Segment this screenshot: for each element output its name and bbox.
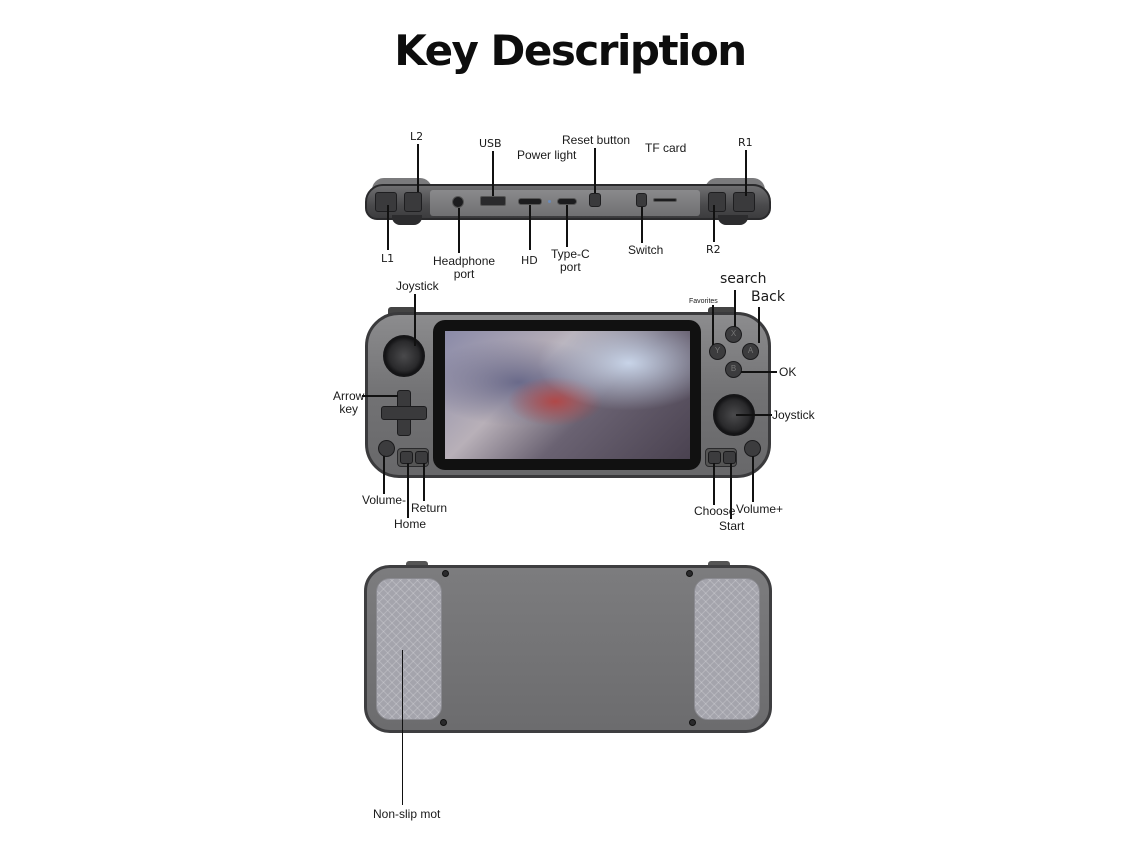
label-favorites: Favorites <box>689 298 718 305</box>
game-screen-artwork <box>445 331 690 459</box>
screw <box>689 719 696 726</box>
label-usb: USB <box>479 137 502 150</box>
tf-card-slot <box>653 198 677 202</box>
left-joystick <box>383 335 425 377</box>
volume-minus-button <box>378 440 395 457</box>
usb-port <box>480 196 506 206</box>
left-non-slip-mat <box>376 578 442 720</box>
label-power-light: Power light <box>517 148 577 162</box>
headphone-port <box>452 196 464 208</box>
r1-button <box>733 192 755 212</box>
leader-reset-button <box>594 148 596 193</box>
label-r2: R2 <box>706 243 721 256</box>
label-hd: HD <box>521 254 538 267</box>
label-tf-card: TF card <box>645 141 687 155</box>
leader-joystick-right <box>736 414 772 416</box>
r2-button <box>708 192 726 212</box>
leader-return <box>423 463 425 501</box>
leader-arrow-key <box>362 395 398 397</box>
label-l2: L2 <box>410 130 424 143</box>
label-switch: Switch <box>628 243 664 257</box>
leader-start <box>730 463 732 519</box>
power-switch <box>636 193 647 207</box>
leader-ok <box>741 371 777 373</box>
page-title: Key Description <box>394 26 747 75</box>
label-l1: L1 <box>381 252 395 265</box>
back-right-tab <box>708 561 730 568</box>
return-button <box>415 451 428 464</box>
label-arrow-key: Arrow key <box>333 389 365 416</box>
face-button-x: X <box>725 326 742 343</box>
leader-l1 <box>387 205 389 250</box>
home-button <box>400 451 413 464</box>
label-joystick-right: Joystick <box>772 408 815 422</box>
back-left-tab <box>406 561 428 568</box>
right-non-slip-mat <box>694 578 760 720</box>
leader-headphone <box>458 208 460 253</box>
screw <box>686 570 693 577</box>
label-start: Start <box>719 519 745 533</box>
label-headphone-port: Headphone port <box>433 254 496 281</box>
leader-switch <box>641 207 643 243</box>
choose-button <box>708 451 721 464</box>
type-c-port <box>557 198 577 205</box>
screw <box>440 719 447 726</box>
label-type-c-port: Type-C port <box>551 247 590 274</box>
label-volume-minus: Volume- <box>362 493 407 507</box>
left-stick-knob <box>392 215 422 225</box>
label-joystick-left: Joystick <box>396 279 439 293</box>
label-reset-button: Reset button <box>562 133 631 147</box>
right-shoulder-button <box>708 307 736 315</box>
label-home: Home <box>394 517 427 531</box>
label-search: search <box>720 271 767 287</box>
l2-button <box>404 192 422 212</box>
leader-type-c <box>566 205 568 247</box>
label-ok: OK <box>779 365 797 379</box>
reset-button <box>589 193 601 207</box>
leader-joystick-left <box>414 294 416 346</box>
label-r1: R1 <box>738 136 753 149</box>
leader-back <box>758 307 760 343</box>
leader-non-slip-mat <box>402 650 403 805</box>
label-volume-plus: Volume+ <box>736 502 784 516</box>
label-choose: Choose <box>694 504 736 518</box>
label-non-slip-mat: Non-slip mot <box>373 807 441 821</box>
face-button-y: Y <box>709 343 726 360</box>
leader-home <box>407 463 409 518</box>
label-return: Return <box>411 501 448 515</box>
right-stick-knob <box>718 215 748 225</box>
leader-volume-plus <box>752 456 754 502</box>
leader-r1 <box>745 150 747 196</box>
hd-port <box>518 198 542 205</box>
label-back: Back <box>751 289 785 305</box>
dpad-horizontal <box>381 406 427 420</box>
screw <box>442 570 449 577</box>
leader-search <box>734 290 736 327</box>
leader-l2 <box>417 144 419 192</box>
l1-button <box>375 192 397 212</box>
leader-favorites <box>712 305 714 345</box>
leader-hd <box>529 205 531 250</box>
start-button <box>723 451 736 464</box>
leader-choose <box>713 463 715 505</box>
left-shoulder-button <box>388 307 416 315</box>
face-button-a: A <box>742 343 759 360</box>
volume-plus-button <box>744 440 761 457</box>
leader-volume-minus <box>383 456 385 494</box>
leader-r2 <box>713 205 715 242</box>
power-light-indicator <box>548 200 551 203</box>
face-button-b: B <box>725 361 742 378</box>
leader-usb <box>492 151 494 196</box>
